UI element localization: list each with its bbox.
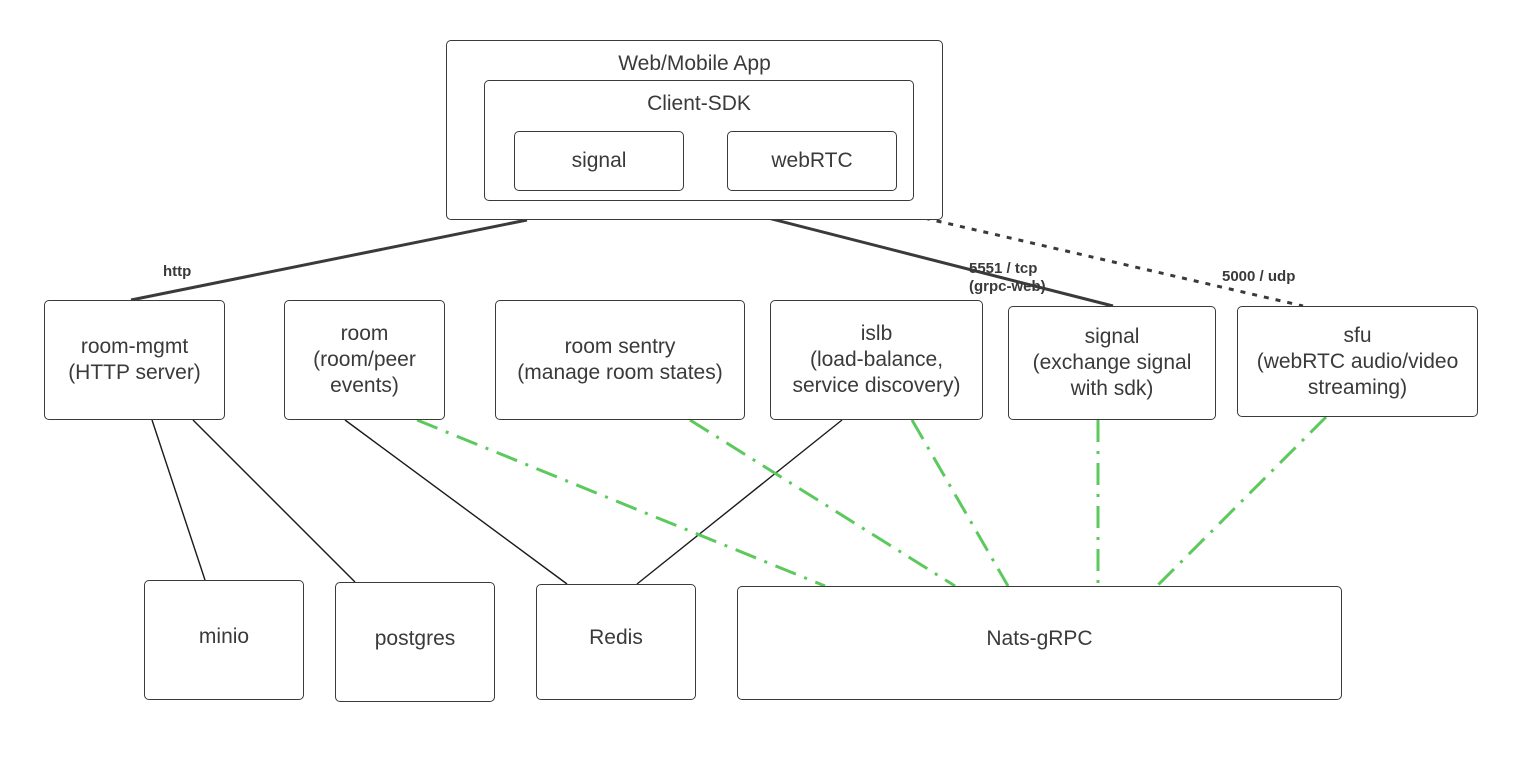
room-sentry-service: room sentry (manage room states): [495, 300, 745, 420]
minio-backend: minio: [144, 580, 304, 700]
client-sdk-title: Client-SDK: [647, 92, 751, 115]
sfu-desc-line2: streaming): [1307, 375, 1408, 399]
sdk-webrtc-label: webRTC: [771, 149, 853, 172]
minio-label: minio: [198, 625, 250, 648]
link-room-mgmt-to-postgres: [192, 419, 356, 583]
http-edge-label: http: [163, 263, 192, 280]
signal-desc-line1: (exchange signal: [1032, 351, 1192, 374]
tcp-edge-label-line2: (grpc-web): [969, 278, 1046, 295]
room-mgmt-desc: (HTTP server): [68, 361, 201, 384]
sfu-service: sfu (webRTC audio/video streaming): [1237, 306, 1478, 417]
room-service: room (room/peer events): [284, 300, 445, 420]
room-mgmt-service: room-mgmt (HTTP server): [44, 300, 225, 420]
link-islb-to-redis: [636, 419, 843, 585]
islb-service: islb (load-balance, service discovery): [770, 300, 983, 420]
room-mgmt-name: room-mgmt: [80, 335, 189, 358]
islb-desc-line2: service discovery): [792, 374, 961, 397]
udp-edge-label: 5000 / udp: [1222, 268, 1296, 285]
web-mobile-app-title: Web/Mobile App: [618, 52, 771, 75]
nats-grpc-backend: Nats-gRPC: [737, 586, 1342, 700]
room-sentry-name: room sentry: [564, 335, 676, 358]
room-desc-line2: events): [330, 374, 399, 397]
postgres-label: postgres: [374, 627, 456, 650]
nats-grpc-label: Nats-gRPC: [986, 627, 1093, 650]
tcp-edge-label-line1: 5551 / tcp: [969, 260, 1038, 277]
room-sentry-desc: (manage room states): [517, 361, 723, 384]
sfu-name: sfu: [1343, 323, 1372, 347]
signal-desc-line2: with sdk): [1070, 377, 1154, 400]
redis-label: Redis: [589, 626, 643, 649]
postgres-backend: postgres: [335, 582, 495, 702]
sdk-webrtc-box: webRTC: [727, 131, 897, 191]
link-room-to-nats: [416, 418, 826, 588]
link-islb-to-nats: [910, 419, 1010, 587]
islb-desc-line1: (load-balance,: [809, 348, 944, 371]
link-app-to-room-mgmt: [130, 218, 528, 302]
signal-name: signal: [1084, 325, 1140, 348]
islb-name: islb: [860, 322, 893, 345]
room-name: room: [340, 322, 389, 345]
room-desc-line1: (room/peer: [313, 348, 416, 371]
signal-service: signal (exchange signal with sdk): [1008, 306, 1216, 420]
sdk-signal-box: signal: [514, 131, 684, 191]
link-room-sentry-to-nats: [689, 418, 956, 588]
link-sfu-to-nats: [1155, 415, 1328, 588]
link-room-mgmt-to-minio: [151, 419, 206, 581]
sfu-desc-line1: (webRTC audio/video: [1256, 349, 1459, 373]
tcp-edge-label: 5551 / tcp (grpc-web): [969, 260, 1046, 296]
redis-backend: Redis: [536, 584, 696, 700]
link-room-to-redis: [344, 419, 568, 585]
sdk-signal-label: signal: [571, 149, 627, 172]
